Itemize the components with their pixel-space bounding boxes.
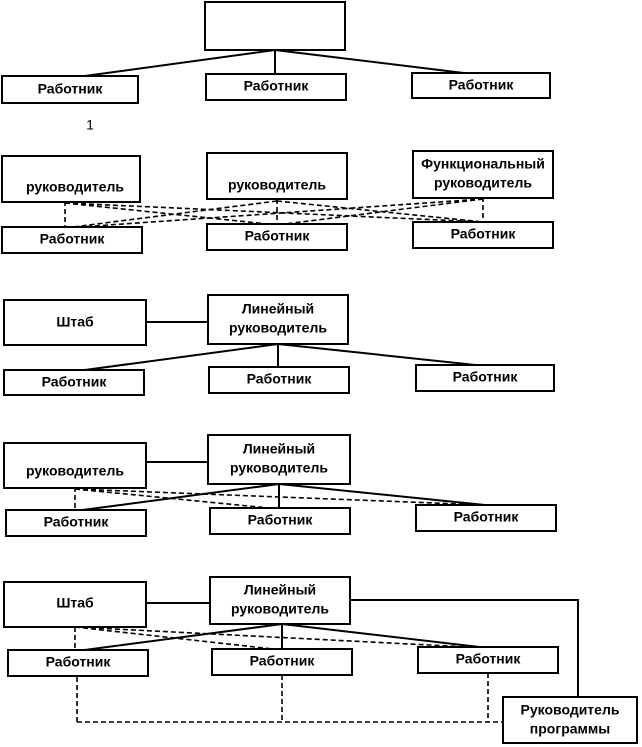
worker-label: Работник — [453, 369, 519, 385]
line-manager-label: руководитель — [230, 460, 328, 476]
line-manager-box — [207, 294, 349, 345]
worker-label: Работник — [46, 654, 112, 670]
worker-label: Работник — [456, 651, 522, 667]
dashed-connector — [74, 626, 489, 649]
dashed-connector — [64, 198, 484, 229]
line-manager-label: руководитель — [231, 601, 329, 617]
functional-manager-box — [3, 442, 147, 489]
worker-box — [415, 364, 555, 392]
worker-label: Работник — [40, 231, 106, 247]
worker-box — [1, 75, 139, 104]
connector — [69, 343, 279, 373]
line-manager-box — [207, 434, 351, 485]
program-manager-label: Руководитель — [521, 702, 620, 718]
dashed-connector — [74, 488, 280, 510]
dashed-connector — [276, 200, 484, 223]
connector — [281, 623, 489, 649]
dashed-connector — [276, 198, 484, 226]
staff-box — [3, 581, 147, 628]
program-manager-label: программы — [530, 721, 610, 737]
worker-box — [411, 72, 551, 99]
functional-manager-label: руководитель — [434, 175, 532, 191]
worker-box — [205, 73, 347, 101]
worker-label: Работник — [451, 226, 517, 242]
section-line-functional: руководитель Линейный руководитель Работ… — [3, 434, 557, 537]
worker-label: Работник — [44, 514, 110, 530]
functional-manager-box — [206, 152, 348, 200]
functional-manager-box — [1, 155, 141, 203]
worker-label: Работник — [454, 509, 520, 525]
worker-box — [415, 504, 557, 532]
worker-box — [417, 646, 559, 674]
line-manager-label: Линейный — [242, 301, 314, 317]
program-manager-box — [502, 696, 638, 744]
worker-label: Работник — [245, 228, 311, 244]
worker-label: Работник — [247, 371, 313, 387]
functional-manager-label: руководитель — [26, 179, 124, 195]
worker-box — [412, 221, 554, 249]
staff-label: Штаб — [56, 595, 94, 611]
connector — [274, 49, 481, 76]
section-functional: руководитель руководитель Функциональный… — [1, 150, 554, 254]
line-manager-label: Линейный — [244, 582, 316, 598]
worker-box — [1, 226, 143, 254]
worker-box — [5, 509, 147, 537]
section-linear: Работник Работник Работник 1 — [1, 1, 551, 133]
dashed-connector — [64, 202, 484, 223]
connector — [277, 343, 486, 367]
section-number: 1 — [86, 117, 94, 133]
line-manager-label: Линейный — [243, 441, 315, 457]
worker-box — [211, 648, 353, 676]
worker-box — [208, 366, 350, 394]
worker-label: Работник — [449, 77, 515, 93]
dashed-connector — [64, 200, 278, 229]
worker-box — [209, 507, 351, 535]
worker-label: Работник — [38, 81, 104, 97]
connector — [350, 599, 579, 697]
worker-box — [7, 649, 149, 677]
connector — [278, 483, 486, 506]
functional-manager-label: руководитель — [228, 177, 326, 193]
dashed-connector — [74, 626, 283, 651]
functional-manager-label: руководитель — [26, 463, 124, 479]
staff-label: Штаб — [56, 314, 94, 330]
connector — [69, 49, 276, 79]
section-program: Штаб Линейный руководитель Работник Рабо… — [3, 576, 638, 744]
functional-manager-label: Функциональный — [421, 156, 545, 172]
worker-label: Работник — [250, 653, 316, 669]
dashed-connector — [74, 488, 486, 506]
connector — [74, 483, 280, 512]
section-line-staff: Штаб Линейный руководитель Работник Рабо… — [3, 294, 555, 396]
worker-box — [206, 223, 348, 251]
connector — [76, 623, 283, 652]
functional-manager-box — [412, 150, 554, 199]
worker-label: Работник — [248, 512, 314, 528]
line-manager-box — [209, 576, 351, 625]
worker-label: Работник — [42, 374, 108, 390]
line-manager-label: руководитель — [229, 320, 327, 336]
worker-box — [3, 369, 145, 396]
worker-label: Работник — [244, 78, 310, 94]
staff-box — [3, 299, 147, 346]
top-manager-box — [204, 1, 346, 51]
